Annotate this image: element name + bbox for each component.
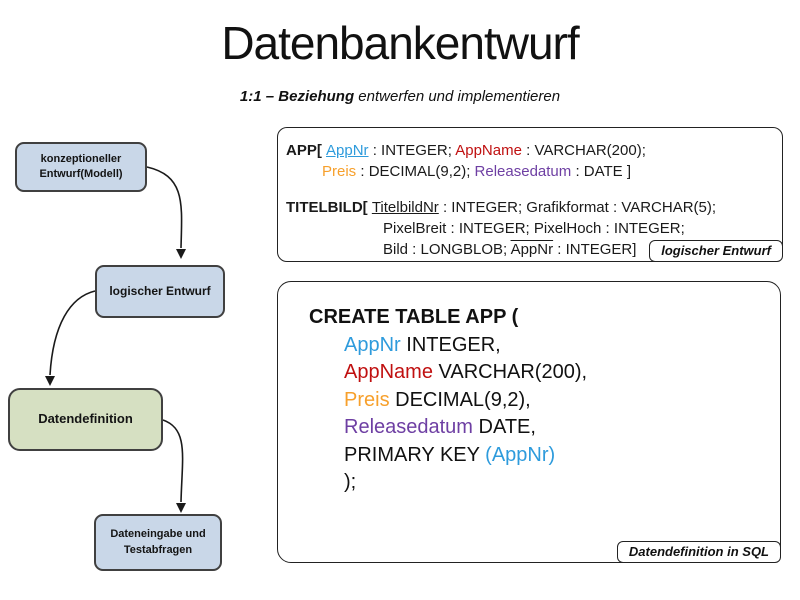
flowbox-line: konzeptioneller bbox=[40, 152, 122, 165]
sql-text: CREATE TABLE APP ( AppNr INTEGER, AppNam… bbox=[278, 282, 780, 497]
flowbox-datendefinition: Datendefinition bbox=[8, 388, 163, 451]
flow-arrow-2 bbox=[49, 290, 96, 376]
sql-close-line: ); bbox=[344, 471, 357, 493]
schema-text: APP[ AppNr : INTEGER; AppName : VARCHAR(… bbox=[278, 128, 782, 260]
flowbox-line: Datendefinition bbox=[38, 411, 133, 427]
schema-app-col-name: AppName bbox=[455, 142, 522, 159]
schema-app-head: APP[ bbox=[286, 142, 327, 159]
subtitle-relationship: 1:1 – Beziehung bbox=[239, 88, 355, 105]
sql-box-label: Datendefinition in SQL bbox=[616, 541, 781, 563]
sql-releasedatum-type: DATE, bbox=[472, 416, 536, 438]
schema-app-col-release: Releasedatum bbox=[474, 163, 572, 180]
schema-titelbild-line3-pre: Bild : LONGBLOB; bbox=[383, 241, 511, 258]
schema-titelbild-pk: TitelbildNr bbox=[371, 199, 439, 216]
schema-titelbild-line2: PixelBreit : INTEGER; PixelHoch : INTEGE… bbox=[383, 220, 685, 237]
schema-app-seg3: : DECIMAL(9,2); bbox=[356, 163, 475, 180]
schema-titelbild-line3: Bild : LONGBLOB; AppNr : INTEGER] bbox=[286, 239, 782, 260]
flow-arrowhead-2 bbox=[45, 376, 55, 386]
sql-appnr-type: INTEGER, bbox=[400, 333, 501, 356]
schema-app-pk: AppNr bbox=[326, 142, 369, 159]
flow-arrow-1 bbox=[146, 166, 183, 249]
sql-releasedatum: Releasedatum bbox=[344, 416, 473, 438]
sql-col-appname: AppName VARCHAR(200), bbox=[309, 359, 780, 387]
flowbox-line: Dateneingabe und bbox=[110, 528, 206, 541]
flow-arrowhead-3 bbox=[176, 503, 186, 513]
sql-appname: AppName bbox=[344, 361, 433, 383]
page-title: Datenbankentwurf bbox=[221, 17, 579, 69]
subtitle-rest: entwerfen und implementieren bbox=[354, 88, 561, 105]
schema-app-line2: Preis : DECIMAL(9,2); Releasedatum : DAT… bbox=[286, 161, 782, 182]
flow-arrowhead-1 bbox=[176, 249, 186, 259]
schema-titelbild-line3-post: : INTEGER] bbox=[553, 241, 637, 258]
sql-col-preis: Preis DECIMAL(9,2), bbox=[309, 387, 780, 415]
flowbox-logischer-entwurf: logischer Entwurf bbox=[95, 265, 225, 318]
flowbox-line: logischer Entwurf bbox=[109, 284, 211, 299]
schema-box: APP[ AppNr : INTEGER; AppName : VARCHAR(… bbox=[277, 127, 783, 262]
sql-appname-type: VARCHAR(200), bbox=[432, 361, 588, 383]
schema-app-col-preis: Preis bbox=[322, 163, 357, 180]
flow-arrow-3 bbox=[162, 419, 184, 503]
sql-appnr: AppNr bbox=[344, 333, 401, 356]
flowbox-line: Testabfragen bbox=[123, 543, 193, 556]
page-subtitle: 1:1 – Beziehung entwerfen und implementi… bbox=[0, 88, 800, 105]
sql-primary-key-line: PRIMARY KEY (AppNr) bbox=[309, 442, 780, 470]
sql-preis: Preis bbox=[344, 388, 390, 411]
schema-titelbild-seg1: : INTEGER; Grafikformat : VARCHAR(5); bbox=[438, 199, 717, 216]
schema-titelbild-line1: TITELBILD[ TitelbildNr : INTEGER; Grafik… bbox=[286, 197, 782, 218]
schema-titelbild-head: TITELBILD[ bbox=[286, 199, 372, 216]
schema-app-seg4: : DATE ] bbox=[571, 163, 632, 180]
sql-col-releasedatum: Releasedatum DATE, bbox=[309, 414, 780, 442]
schema-box-label: logischer Entwurf bbox=[649, 240, 783, 262]
flowbox-konzeptioneller-entwurf: konzeptioneller Entwurf(Modell) bbox=[15, 142, 147, 192]
sql-box: CREATE TABLE APP ( AppNr INTEGER, AppNam… bbox=[277, 281, 781, 563]
schema-titelbild-fk: AppNr bbox=[510, 241, 554, 258]
flowbox-line: Entwurf(Modell) bbox=[39, 168, 123, 180]
sql-primary-key: PRIMARY KEY bbox=[344, 443, 486, 466]
sql-primary-key-col: (AppNr) bbox=[485, 443, 556, 466]
sql-create-line: CREATE TABLE APP ( bbox=[309, 306, 519, 328]
schema-app-seg2: : VARCHAR(200); bbox=[521, 142, 646, 159]
flowbox-dateneingabe-testabfragen: Dateneingabe und Testabfragen bbox=[94, 514, 222, 571]
sql-col-appnr: AppNr INTEGER, bbox=[309, 332, 780, 360]
sql-preis-type: DECIMAL(9,2), bbox=[389, 388, 531, 411]
schema-app-seg1: : INTEGER; bbox=[368, 142, 456, 159]
schema-app-line1: APP[ AppNr : INTEGER; AppName : VARCHAR(… bbox=[286, 140, 782, 161]
